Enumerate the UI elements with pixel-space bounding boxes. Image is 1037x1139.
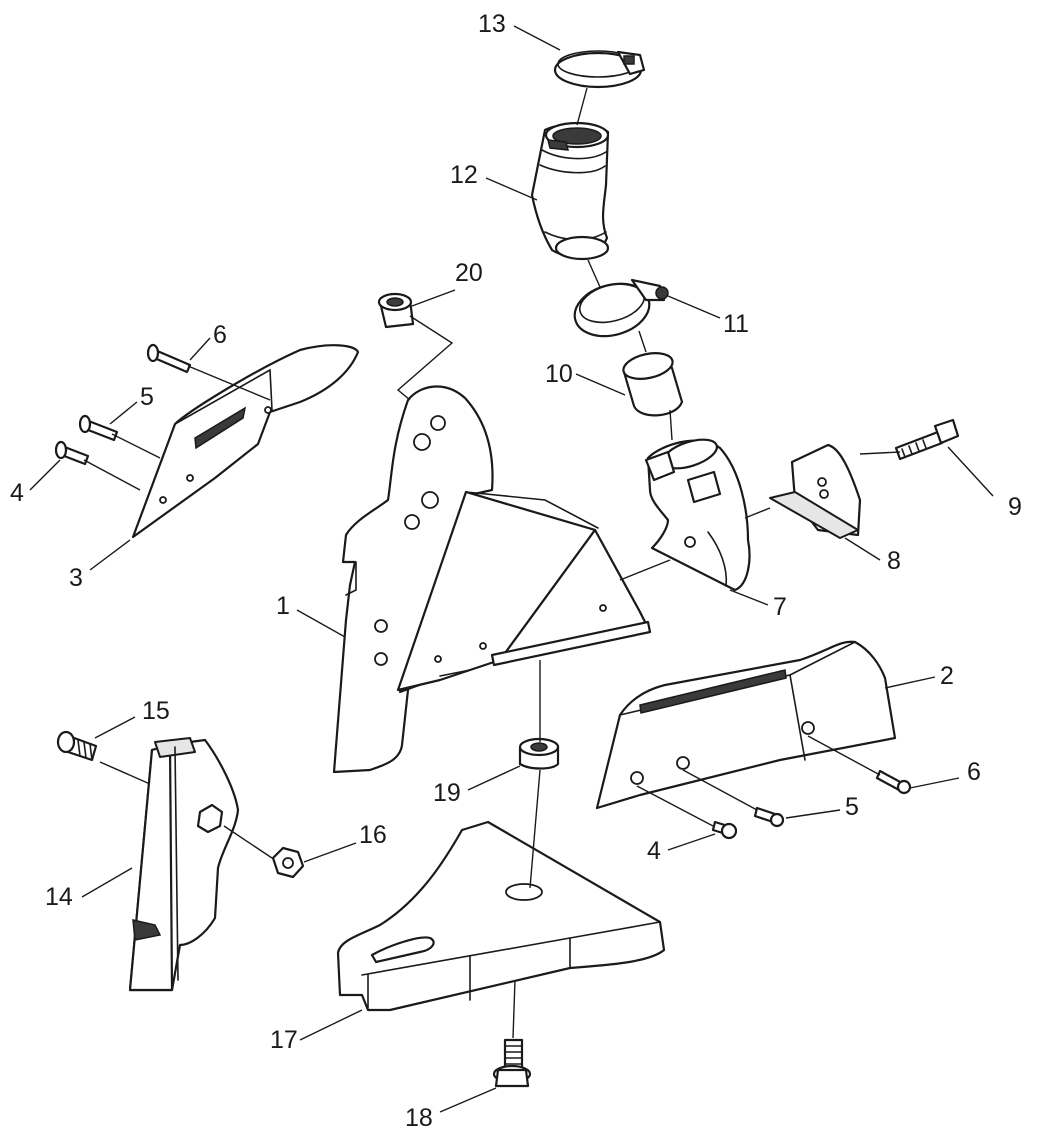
callout-5-left: 5 [140,383,154,411]
callout-6-left: 6 [213,321,227,349]
flange-bolt [492,1038,532,1088]
callout-6-right: 6 [967,758,981,786]
screw-15 [56,730,98,762]
callout-18: 18 [405,1104,433,1132]
hose-mount-bracket [644,438,751,592]
pin-4-left [54,440,90,466]
leader-lines [29,25,994,1113]
hose-elbow [530,121,610,261]
left-guard-panel [131,344,360,539]
callout-14: 14 [45,883,73,911]
spacer-bushing [377,292,415,329]
hose-clamp-top [553,50,646,89]
screw-6-right [875,769,912,795]
main-bracket-plate [332,385,494,774]
pin-5-left [78,414,119,442]
callout-13: 13 [478,10,506,38]
callout-15: 15 [142,697,170,725]
callout-4-right: 4 [647,837,661,865]
right-guard-panel [595,640,897,810]
triangular-shroud [396,490,652,693]
callout-2: 2 [940,662,954,690]
angle-bracket [769,443,862,539]
callout-4-left: 4 [10,479,24,507]
callout-12: 12 [450,161,478,189]
callout-16: 16 [359,821,387,849]
callout-10: 10 [545,360,573,388]
callout-5-right: 5 [845,793,859,821]
screw-4-right [711,820,738,840]
tube-insert [622,352,684,417]
callout-19: 19 [433,779,461,807]
callout-11: 11 [723,310,749,338]
callout-8: 8 [887,547,901,575]
callout-17: 17 [270,1026,298,1054]
hose-clamp [573,278,669,338]
bushing-19 [518,737,560,770]
base-mounting-plate [336,820,666,1012]
callout-1: 1 [276,592,290,620]
callout-3: 3 [69,564,83,592]
pin-6-left [146,343,192,374]
riving-knife [128,737,240,992]
callout-20: 20 [455,259,483,287]
callout-7: 7 [773,593,787,621]
callout-9: 9 [1008,493,1022,521]
callout-labels: 13 12 20 11 10 6 5 4 3 9 8 7 1 2 15 6 19… [10,10,1022,1132]
hex-nut [271,846,305,879]
bolt-9 [894,418,960,461]
screw-5-right [753,806,785,828]
